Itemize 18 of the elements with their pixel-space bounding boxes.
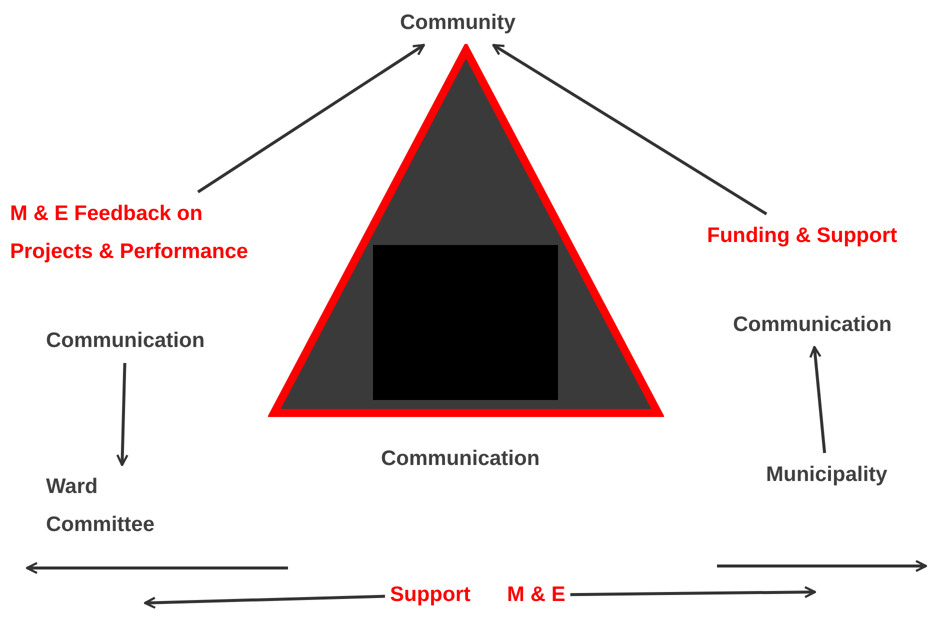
node-text: Communication bbox=[46, 322, 205, 360]
node-text: Funding & Support bbox=[707, 217, 898, 255]
node-text: Community bbox=[400, 4, 516, 42]
triangle-shape bbox=[268, 44, 664, 418]
arrow bbox=[809, 346, 826, 454]
arrow bbox=[116, 362, 128, 466]
caption-text: Communication bbox=[381, 446, 540, 472]
node-text: M & E bbox=[507, 576, 566, 614]
arrow bbox=[492, 44, 768, 216]
arrow bbox=[144, 594, 386, 609]
node-text: M & E Feedback on Projects & Performance bbox=[10, 195, 260, 271]
node-text: Communication bbox=[733, 306, 892, 344]
filled-box bbox=[373, 245, 558, 400]
node-text: Municipality bbox=[766, 456, 888, 494]
arrow bbox=[570, 586, 816, 598]
node-text: Support bbox=[390, 576, 470, 614]
arrow bbox=[197, 44, 425, 194]
node-text: Ward Committee bbox=[46, 468, 196, 544]
